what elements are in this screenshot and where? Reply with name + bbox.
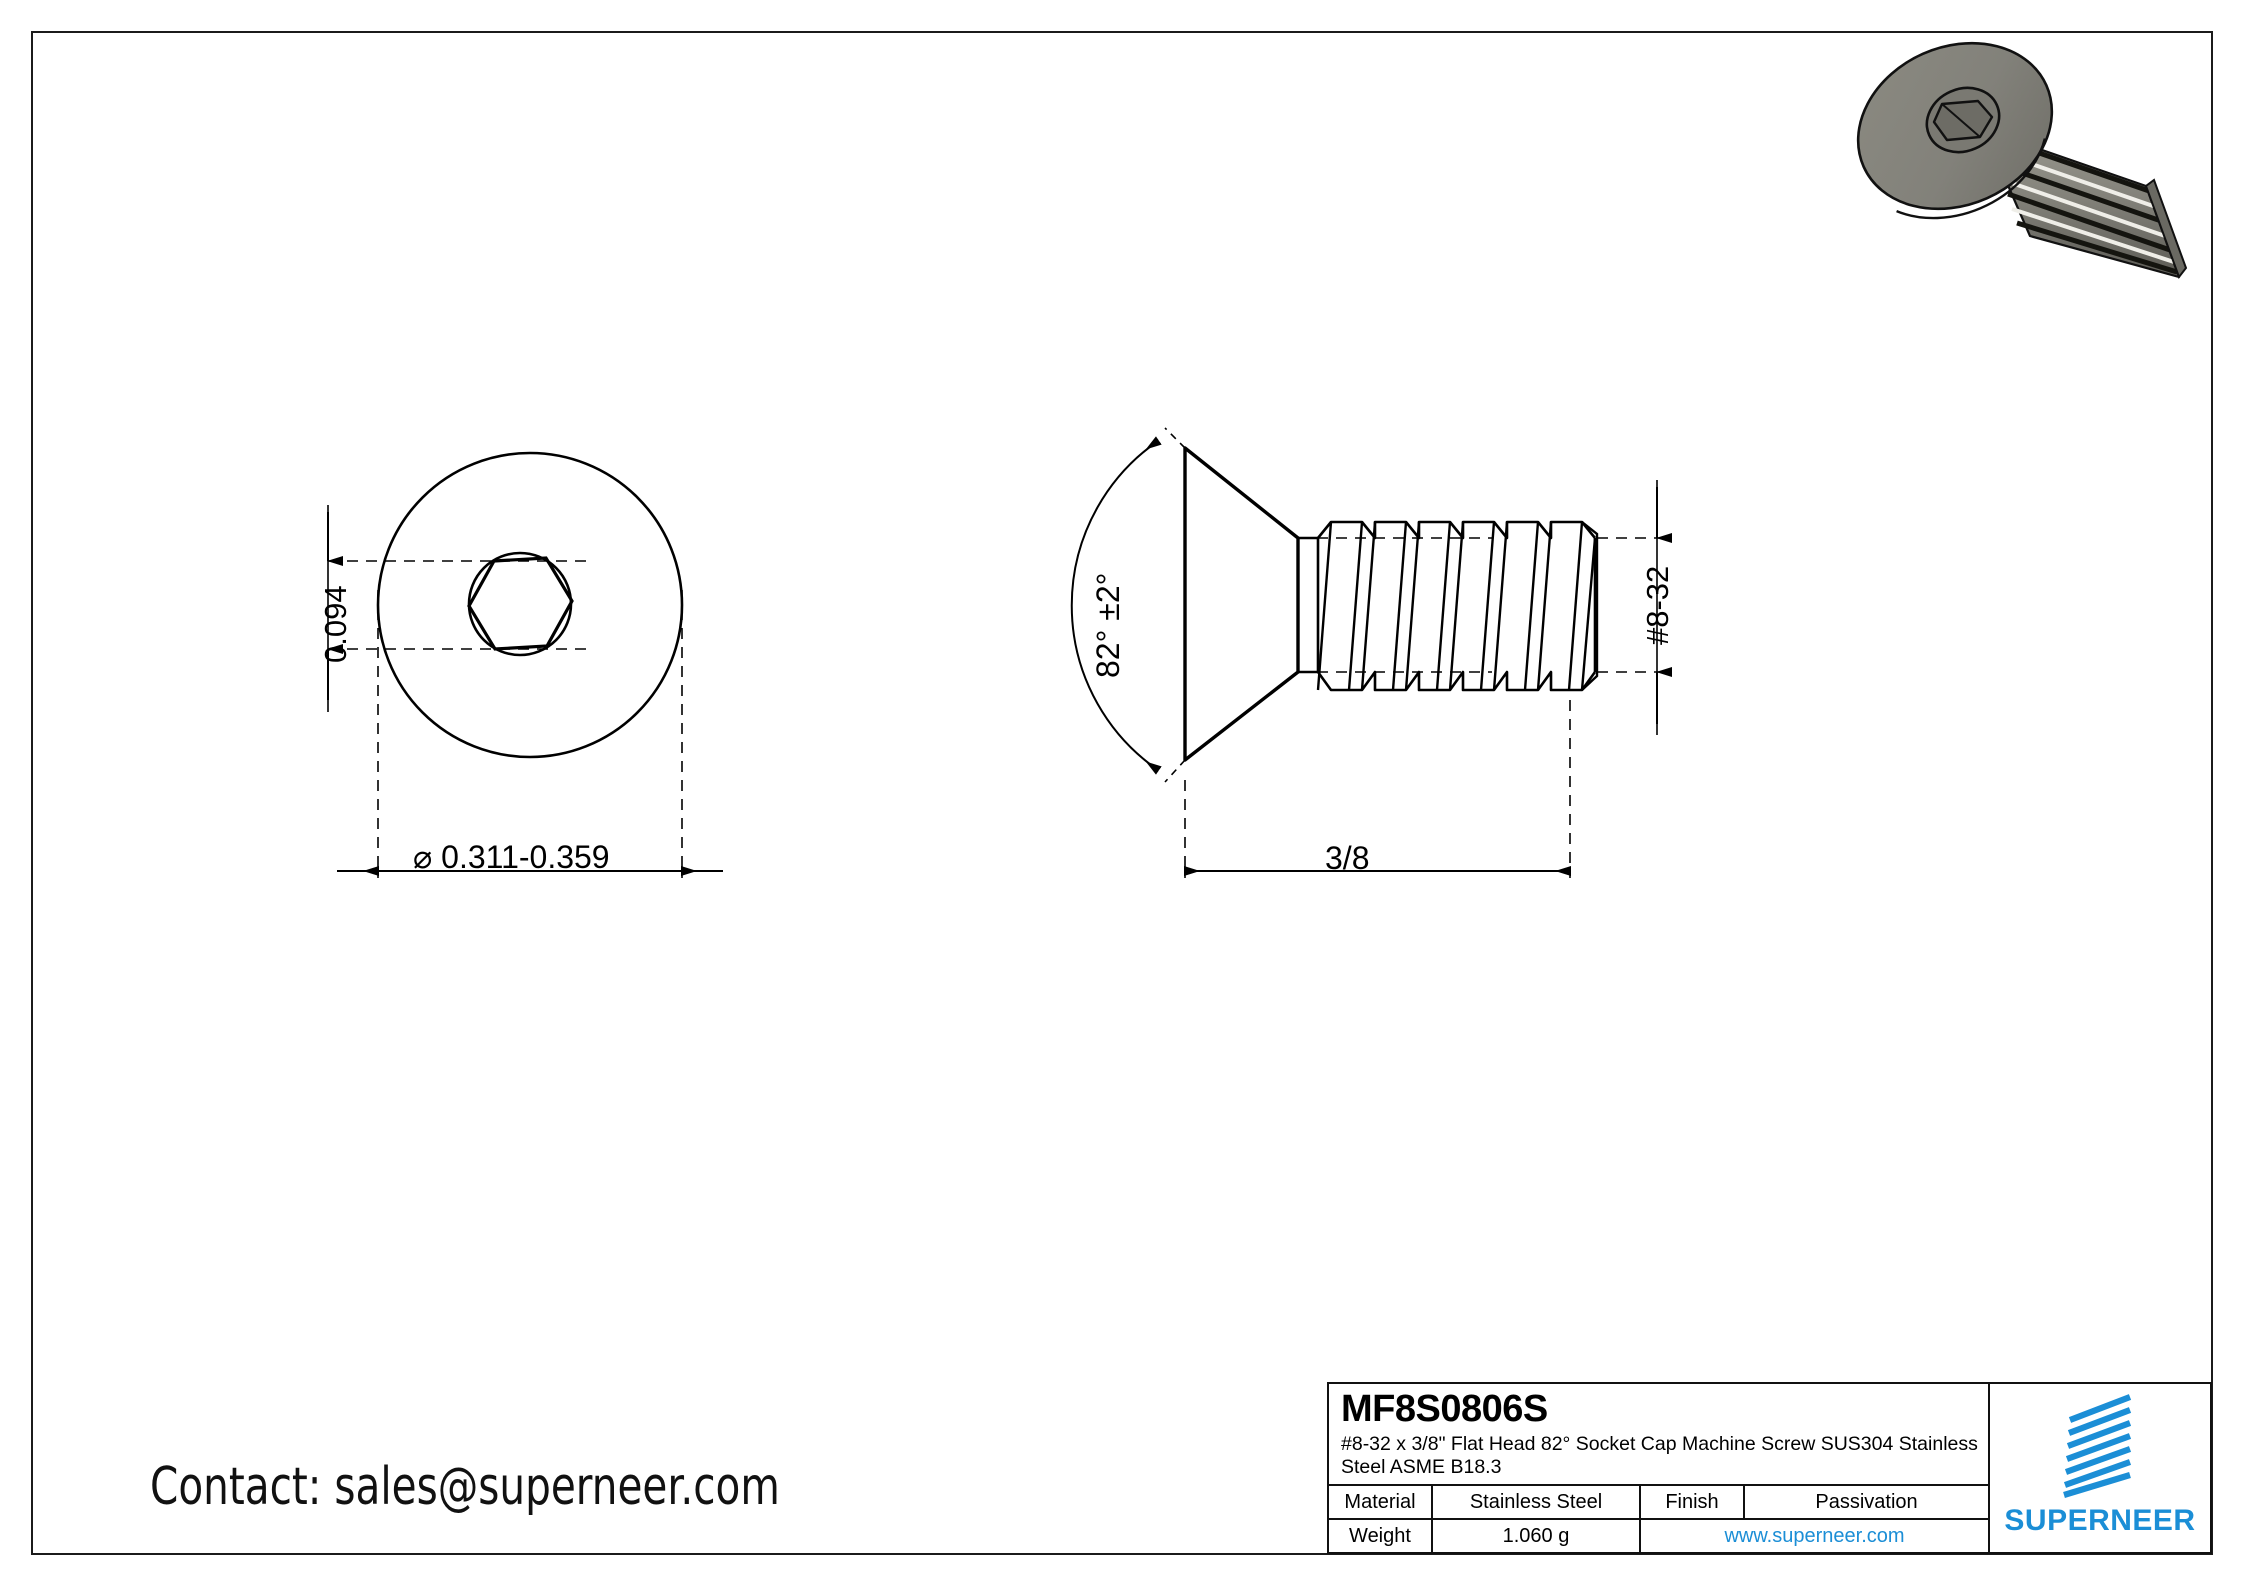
contact-email-text: Contact: sales@superneer.com xyxy=(150,1457,780,1517)
brand-logo-area: SUPERNEER xyxy=(1990,1384,2210,1552)
part-description: #8-32 x 3/8" Flat Head 82° Socket Cap Ma… xyxy=(1341,1433,1978,1478)
dimension-thread-spec: #8-32 xyxy=(1640,565,1675,645)
cell-finish-label: Finish xyxy=(1641,1486,1745,1518)
dimension-head-diameter: ⌀ 0.311-0.359 xyxy=(413,839,610,875)
dimension-head-angle: 82° ±2° xyxy=(1090,572,1126,678)
cell-material-label: Material xyxy=(1329,1486,1433,1518)
brand-name: SUPERNEER xyxy=(2004,1504,2196,1537)
drawing-frame xyxy=(31,31,2213,1555)
cell-finish-value: Passivation xyxy=(1815,1490,1918,1513)
superneer-logo-icon xyxy=(2063,1394,2132,1498)
title-block-description-area: MF8S0806S #8-32 x 3/8" Flat Head 82° Soc… xyxy=(1329,1384,1988,1486)
cell-weight-label: Weight xyxy=(1329,1520,1433,1552)
dimension-socket-width: 0.094 xyxy=(318,585,353,663)
cell-material-value: Stainless Steel xyxy=(1433,1486,1641,1518)
title-block-left: MF8S0806S #8-32 x 3/8" Flat Head 82° Soc… xyxy=(1329,1384,1990,1552)
website-link[interactable]: www.superneer.com xyxy=(1724,1524,1905,1547)
spec-table: Material Stainless Steel Finish Passivat… xyxy=(1329,1486,1988,1552)
cell-weight-value: 1.060 g xyxy=(1433,1520,1641,1552)
part-number: MF8S0806S xyxy=(1341,1388,1548,1430)
table-row: Weight 1.060 g www.superneer.com xyxy=(1329,1520,1988,1552)
dimension-length: 3/8 xyxy=(1325,840,1370,876)
table-row: Material Stainless Steel Finish Passivat… xyxy=(1329,1486,1988,1520)
title-block: MF8S0806S #8-32 x 3/8" Flat Head 82° Soc… xyxy=(1327,1382,2212,1554)
